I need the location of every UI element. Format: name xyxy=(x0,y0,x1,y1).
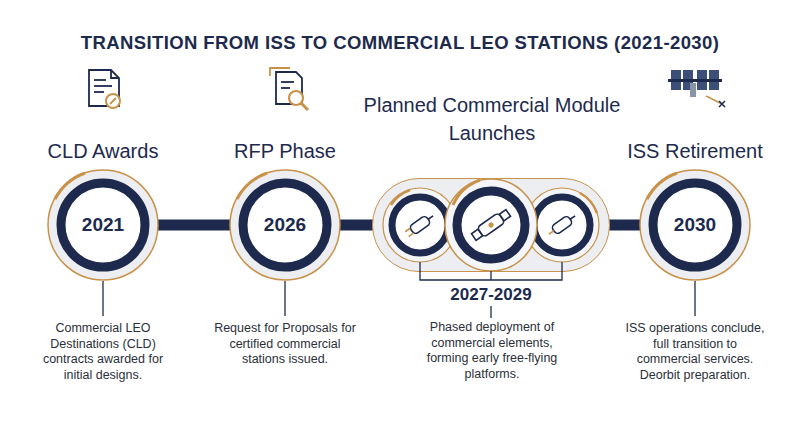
milestone-heading: Planned Commercial Module Launches xyxy=(357,91,627,147)
document-line xyxy=(281,81,294,83)
document-line xyxy=(94,79,106,81)
leader-lines xyxy=(103,281,695,316)
ring-outer xyxy=(230,170,340,280)
ring-outer xyxy=(640,170,750,280)
timeline-connector xyxy=(157,220,231,231)
leader-line xyxy=(284,281,285,316)
accent-arc xyxy=(647,173,677,199)
milestone-year: 2027-2029 xyxy=(373,285,609,305)
module xyxy=(690,83,696,97)
diagram-title: TRANSITION FROM ISS TO COMMERCIAL LEO ST… xyxy=(0,32,800,54)
solar-panel xyxy=(671,70,681,90)
milestone-year: 2030 xyxy=(639,169,751,281)
solar-panel xyxy=(683,70,693,90)
milestone-description: Commercial LEO Destinations (CLD) contra… xyxy=(32,321,174,383)
magnifier xyxy=(289,91,303,105)
milestone-circle: ISS Retirement2030ISS operations conclud… xyxy=(639,169,751,281)
magnifier-handle xyxy=(301,103,308,110)
deorbit-mark xyxy=(719,101,725,107)
document-line xyxy=(281,87,290,89)
milestone-description: Request for Proposals for certified comm… xyxy=(209,321,361,368)
milestone-heading: ISS Retirement xyxy=(595,137,795,165)
milestone-heading: RFP Phase xyxy=(185,137,385,165)
leader-line xyxy=(102,281,103,316)
milestone-year: 2026 xyxy=(229,169,341,281)
seal-mark xyxy=(110,98,116,104)
timeline-connector xyxy=(339,220,374,231)
timeline-connector xyxy=(608,220,641,231)
milestone-circle: RFP Phase2026Request for Proposals for c… xyxy=(229,169,341,281)
truss xyxy=(668,79,722,82)
leader-line xyxy=(694,281,695,316)
document-fold xyxy=(111,70,119,78)
search-document-icon xyxy=(270,68,308,110)
trajectory xyxy=(706,96,722,104)
document-line xyxy=(94,91,104,93)
document-line xyxy=(94,85,112,87)
leader-line xyxy=(490,306,491,318)
bracket-tick xyxy=(490,271,491,280)
milestone-description: Phased deployment of commercial elements… xyxy=(412,320,572,382)
accent-arc xyxy=(55,173,85,199)
document-icon xyxy=(89,70,120,108)
document-outline xyxy=(276,72,302,104)
milestone-year: 2021 xyxy=(47,169,159,281)
milestone-group: Planned Commercial Module Launches2027-2… xyxy=(372,178,610,272)
milestone-description: ISS operations conclude, full transition… xyxy=(622,321,768,383)
milestone-heading: CLD Awards xyxy=(3,137,203,165)
seal xyxy=(106,94,120,108)
back-document xyxy=(270,68,290,76)
solar-panel xyxy=(697,70,707,90)
accent-arc xyxy=(237,173,267,199)
document-outline xyxy=(89,70,119,106)
space-station-icon xyxy=(668,70,725,107)
milestone-circle: CLD Awards2021Commercial LEO Destination… xyxy=(47,169,159,281)
ring-outer xyxy=(48,170,158,280)
solar-panel xyxy=(709,70,719,90)
